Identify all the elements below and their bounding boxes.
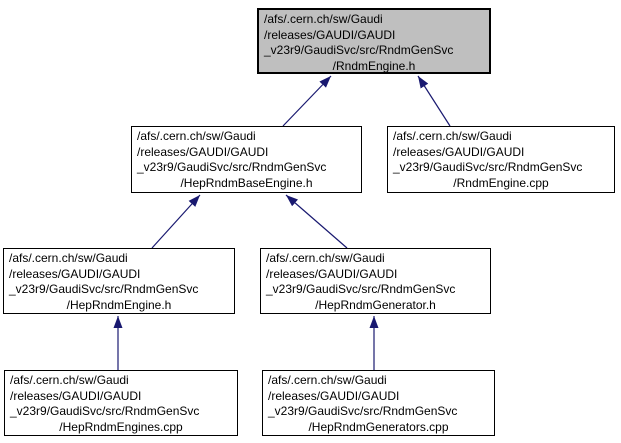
node-label-line: /afs/.cern.ch/sw/Gaudi xyxy=(9,251,128,265)
node-label-line: /afs/.cern.ch/sw/Gaudi xyxy=(137,129,256,143)
node-label-line: _v23r9/GaudiSvc/src/RndmGenSvc xyxy=(9,282,199,296)
node-label-line: /HepRndmGenerator.h xyxy=(315,297,436,312)
node-label-line: /afs/.cern.ch/sw/Gaudi xyxy=(10,373,129,387)
node-label-line: _v23r9/GaudiSvc/src/RndmGenSvc xyxy=(137,160,327,174)
node-label-line: /HepRndmEngines.cpp xyxy=(59,419,183,434)
node-label-line: /releases/GAUDI/GAUDI xyxy=(10,388,142,403)
node-label-line: _v23r9/GaudiSvc/src/RndmGenSvc xyxy=(264,43,454,57)
graph-node-hep-rndm-base-engine-h[interactable]: /afs/.cern.ch/sw/Gaudi/releases/GAUDI/GA… xyxy=(131,126,362,193)
node-label-line: /afs/.cern.ch/sw/Gaudi xyxy=(264,12,383,26)
graph-node-rndm-engine-cpp[interactable]: /afs/.cern.ch/sw/Gaudi/releases/GAUDI/GA… xyxy=(387,126,615,193)
include-edge-hep-rndm-generator-h-to-hep-rndm-base-engine-h xyxy=(285,194,348,249)
include-edge-hep-rndm-engine-h-to-hep-rndm-base-engine-h xyxy=(151,194,201,249)
node-label-line: /HepRndmGenerators.cpp xyxy=(308,419,449,434)
node-label-line: /afs/.cern.ch/sw/Gaudi xyxy=(266,251,385,265)
graph-node-hep-rndm-engines-cpp[interactable]: /afs/.cern.ch/sw/Gaudi/releases/GAUDI/GA… xyxy=(4,370,238,436)
node-label-line: /releases/GAUDI/GAUDI xyxy=(266,266,398,281)
node-label-line: _v23r9/GaudiSvc/src/RndmGenSvc xyxy=(10,404,200,418)
node-label-line: /releases/GAUDI/GAUDI xyxy=(264,27,396,42)
node-label-line: /HepRndmEngine.h xyxy=(66,297,172,312)
include-edge-hep-rndm-base-engine-h-to-rndm-engine-h xyxy=(282,75,332,127)
node-label-line: /RndmEngine.h xyxy=(332,58,416,73)
node-label-line: /releases/GAUDI/GAUDI xyxy=(137,144,269,159)
node-label-line: /RndmEngine.cpp xyxy=(453,175,549,190)
include-edge-rndm-engine-cpp-to-rndm-engine-h xyxy=(417,75,451,127)
node-label-line: /releases/GAUDI/GAUDI xyxy=(393,144,525,159)
node-label-line: /HepRndmBaseEngine.h xyxy=(180,175,313,190)
node-label-line: _v23r9/GaudiSvc/src/RndmGenSvc xyxy=(266,282,456,296)
node-label-line: _v23r9/GaudiSvc/src/RndmGenSvc xyxy=(268,404,458,418)
node-label-line: /afs/.cern.ch/sw/Gaudi xyxy=(268,373,387,387)
node-label-line: _v23r9/GaudiSvc/src/RndmGenSvc xyxy=(393,160,583,174)
graph-node-hep-rndm-engine-h[interactable]: /afs/.cern.ch/sw/Gaudi/releases/GAUDI/GA… xyxy=(3,248,235,314)
node-label-line: /releases/GAUDI/GAUDI xyxy=(268,388,400,403)
node-label-line: /releases/GAUDI/GAUDI xyxy=(9,266,141,281)
graph-node-hep-rndm-generator-h[interactable]: /afs/.cern.ch/sw/Gaudi/releases/GAUDI/GA… xyxy=(260,248,491,314)
graph-node-hep-rndm-generators-cpp[interactable]: /afs/.cern.ch/sw/Gaudi/releases/GAUDI/GA… xyxy=(262,370,495,436)
node-label-line: /afs/.cern.ch/sw/Gaudi xyxy=(393,129,512,143)
graph-node-rndm-engine-h[interactable]: /afs/.cern.ch/sw/Gaudi/releases/GAUDI/GA… xyxy=(257,8,491,74)
